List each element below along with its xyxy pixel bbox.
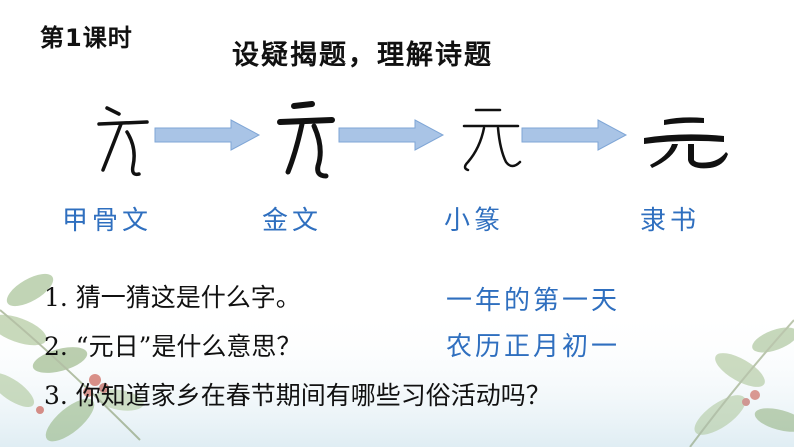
clerical-yuan-icon [644, 117, 728, 169]
label-small-seal-script: 小篆 [444, 206, 505, 236]
bronze-yuan-icon [277, 101, 335, 179]
lesson-label: 第1课时 [40, 24, 133, 52]
arrow-icon [338, 119, 445, 151]
question-3: 3. 你知道家乡在春节期间有哪些习俗活动吗？ [44, 381, 551, 410]
slide-title: 设疑揭题，理解诗题 [232, 40, 493, 71]
arrow-icon [154, 119, 261, 151]
label-oracle-bone-script: 甲骨文 [62, 206, 153, 236]
arrow-icon [521, 119, 628, 151]
leaf-decoration-background [0, 273, 794, 447]
answer-1: 一年的第一天 [446, 286, 621, 316]
oracle-bone-yuan-icon [97, 106, 149, 177]
question-2: 2. “元日”是什么意思？ [44, 332, 302, 361]
answer-2: 农历正月初一 [446, 332, 621, 362]
question-1: 1. 猜一猜这是什么字。 [44, 283, 301, 312]
label-clerical-script: 隶书 [640, 206, 701, 236]
seal-yuan-icon [462, 108, 522, 172]
label-bronze-script: 金文 [262, 206, 323, 236]
